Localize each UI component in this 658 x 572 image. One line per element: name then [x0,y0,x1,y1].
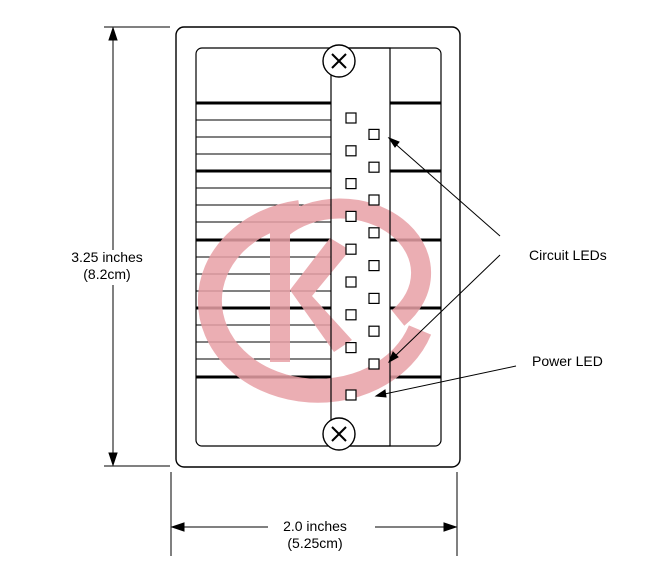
width-label-cm: (5.25cm) [287,535,342,551]
circuit-led [345,210,357,222]
circuit-led [368,128,380,140]
circuit-led [368,260,380,272]
circuit-led [345,178,357,190]
module-inner-frame [195,47,442,447]
module-outer-frame [175,26,461,468]
circuit-led [345,145,357,157]
circuit-led [345,243,357,255]
circuit-led [345,276,357,288]
circuit-leds-label: Circuit LEDs [529,247,607,263]
circuit-led [368,325,380,337]
circuit-led [368,161,380,173]
circuit-led [368,292,380,304]
circuit-led [368,358,380,370]
circuit-led [368,194,380,206]
circuit-led [345,309,357,321]
led-array [345,112,380,370]
watermark-logo [197,198,432,403]
width-dimension [170,472,458,556]
height-dimension [104,26,170,467]
screw-icon[interactable] [322,417,356,451]
power-led-label: Power LED [532,353,603,369]
width-label-inches: 2.0 inches [283,518,347,534]
height-label-cm: (8.2cm) [83,266,130,282]
circuit-led [345,112,357,124]
circuit-led [368,227,380,239]
height-label-inches: 3.25 inches [71,249,143,265]
screw-icon[interactable] [322,44,356,78]
power-led [345,389,357,401]
callout-lines [374,136,517,398]
circuit-led [345,342,357,354]
